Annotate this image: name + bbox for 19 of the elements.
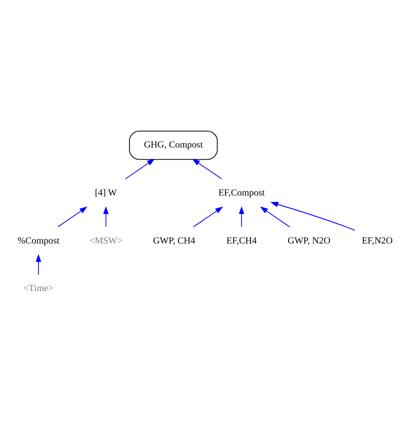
node-text: GWP, N2O: [288, 236, 330, 246]
node-text: %Compost: [18, 236, 60, 246]
arrow: [270, 202, 356, 231]
node-text: <MSW>: [89, 236, 122, 246]
node-text: <Time>: [23, 284, 54, 294]
arrow: [103, 206, 109, 228]
node-text: EF,CH4: [226, 236, 257, 246]
arrow: [58, 206, 88, 228]
node-text: GWP, CH4: [153, 236, 196, 246]
node-box: GHG, Compost: [129, 130, 218, 160]
node-text: EF,N2O: [362, 236, 393, 246]
arrow: [192, 158, 222, 180]
arrow: [193, 206, 224, 228]
arrow: [260, 206, 290, 228]
arrow: [36, 254, 42, 275]
arrow: [238, 206, 244, 228]
node-text: [4] W: [94, 188, 117, 199]
arrow: [125, 158, 155, 180]
node-text: EF,Compost: [218, 188, 265, 199]
